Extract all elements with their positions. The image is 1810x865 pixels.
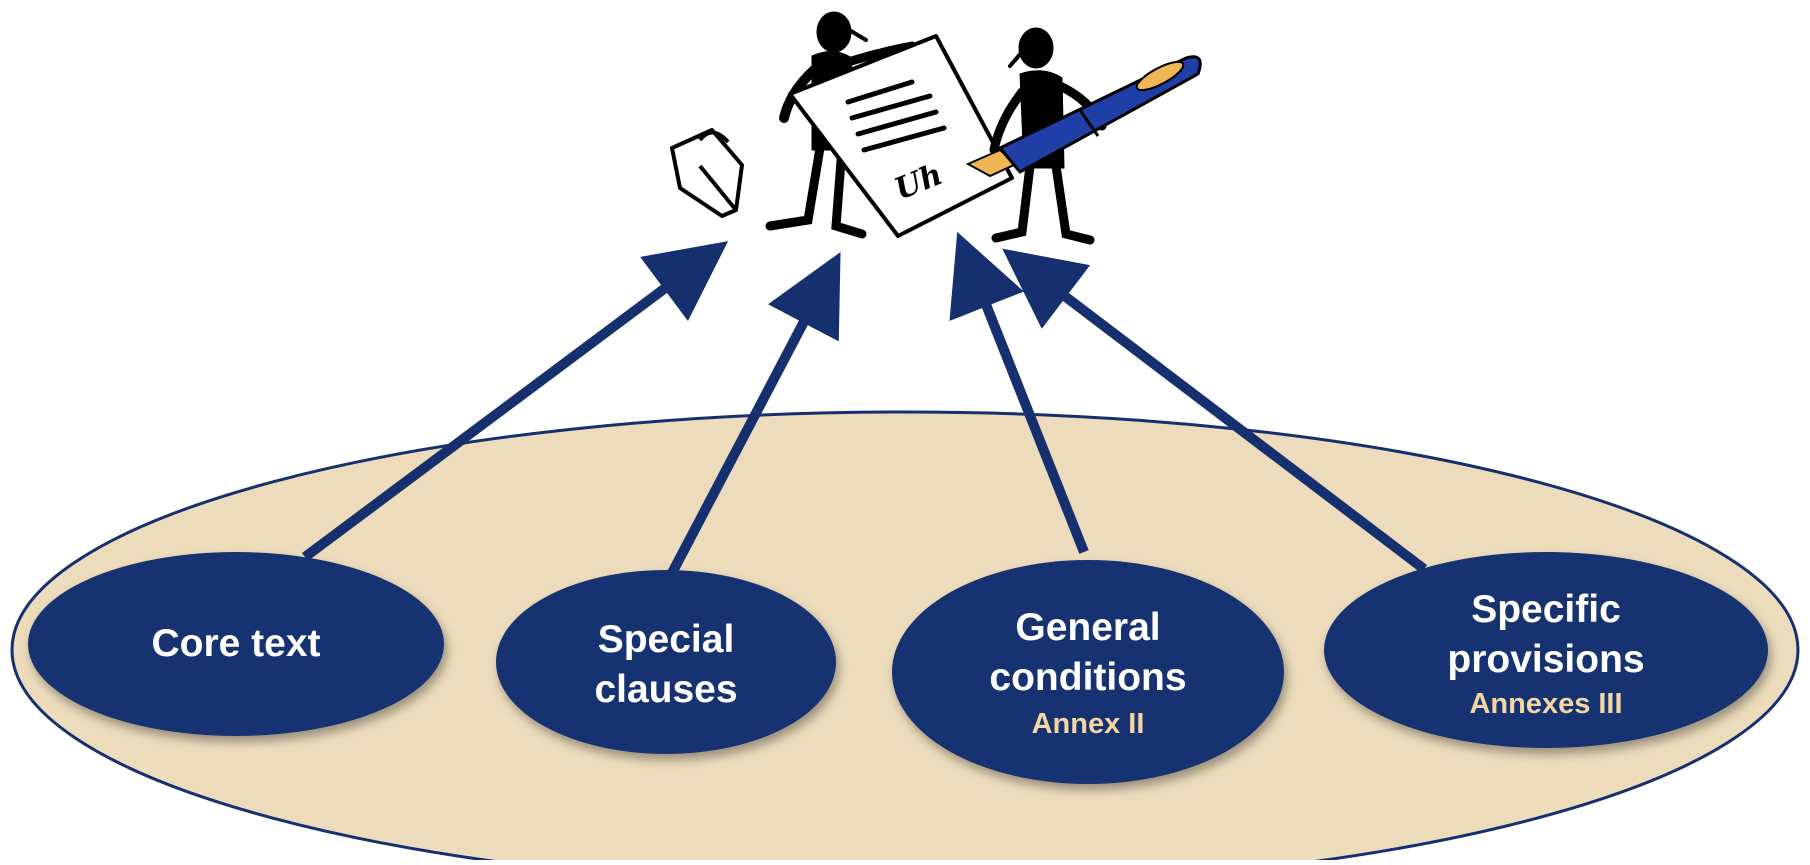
fountain-pen-icon bbox=[965, 55, 1202, 178]
component-general-conditions-line1: General bbox=[1015, 606, 1160, 649]
component-special-clauses-line1: Special bbox=[598, 618, 735, 661]
component-specific-provisions-annex: Annexes III bbox=[1469, 688, 1622, 720]
component-specific-provisions: Specific provisions Annexes III bbox=[1324, 552, 1768, 748]
arrow-specific-provisions bbox=[1002, 248, 1428, 573]
arrow-core-text bbox=[302, 241, 729, 562]
contract-document-icon: Uh bbox=[788, 34, 1014, 238]
component-general-conditions-line2: conditions bbox=[989, 656, 1186, 699]
component-specific-provisions-line1: Specific bbox=[1471, 588, 1621, 631]
arrows bbox=[302, 231, 1428, 576]
component-special-clauses-line2: clauses bbox=[594, 668, 737, 711]
component-core-text: Core text bbox=[28, 552, 444, 736]
component-special-clauses: Special clauses bbox=[496, 570, 836, 754]
contract-signing-icon: Uh bbox=[670, 11, 1202, 245]
arrow-general-conditions bbox=[949, 231, 1089, 554]
component-specific-provisions-line2: provisions bbox=[1447, 638, 1644, 681]
arrow-special-clauses bbox=[667, 252, 841, 576]
component-general-conditions: General conditions Annex II bbox=[892, 560, 1284, 784]
component-core-text-label: Core text bbox=[151, 622, 320, 665]
component-general-conditions-annex: Annex II bbox=[1032, 708, 1145, 740]
briefcase-icon bbox=[670, 128, 744, 218]
